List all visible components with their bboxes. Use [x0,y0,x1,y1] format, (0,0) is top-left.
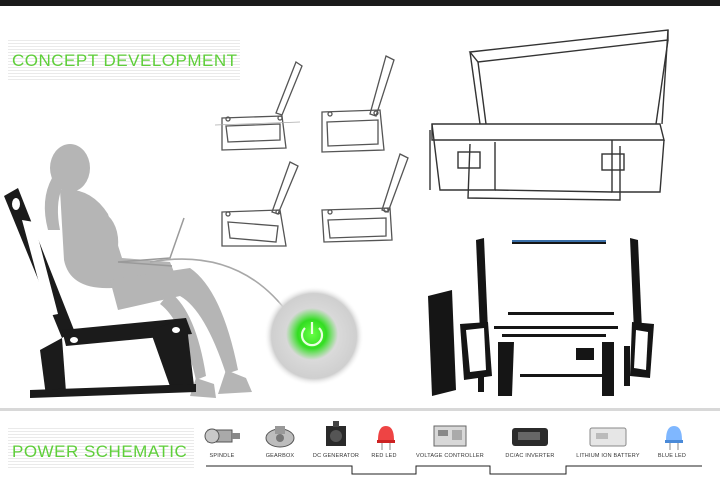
blue-led-icon [665,426,683,450]
sketch-chair-2 [321,55,395,153]
component-lithium-ion-battery: LITHIUM ION BATTERY [572,420,644,459]
sketch-large-frame [429,29,669,201]
component-label: RED LED [371,453,397,459]
sketch-chair-4 [321,153,409,243]
top-strip [0,0,720,6]
component-blue-led: BLUE LED [636,420,708,459]
component-gearbox: GEARBOX [244,420,316,459]
component-spindle: SPINDLE [186,420,258,459]
component-dc-ac-inverter: DC/AC INVERTER [494,420,566,459]
heading-background [8,40,240,80]
section-divider [0,408,720,411]
gearbox-icon [265,426,295,448]
power-icon [300,322,324,347]
component-label: SPINDLE [209,453,235,459]
voltage-controller-icon [433,425,467,447]
power-schematic-heading: POWER SCHEMATIC [12,442,188,461]
component-label: BLUE LED [657,453,687,459]
sketch-chair-1 [214,61,303,151]
battery-icon [589,427,627,447]
spindle-icon [204,428,240,444]
person-silhouette [44,144,252,398]
component-voltage-controller: VOLTAGE CONTROLLER [414,420,486,459]
component-label: LITHIUM ION BATTERY [576,453,640,459]
inverter-icon [512,428,548,446]
component-label: DC GENERATOR [312,453,360,459]
laptop [117,217,185,267]
red-led-icon [377,426,395,450]
concept-development-heading: CONCEPT DEVELOPMENT [12,51,238,70]
sketch-chair-3 [221,161,299,247]
component-red-led: RED LED [348,420,420,459]
component-label: VOLTAGE CONTROLLER [416,453,484,459]
power-cable [149,258,291,317]
power-button-glow [264,286,364,386]
component-label: DC/AC INVERTER [505,453,555,459]
dc-generator-icon [326,421,346,446]
component-dc-generator: DC GENERATOR [300,420,372,459]
heading-background [8,428,194,468]
component-label: GEARBOX [265,453,295,459]
